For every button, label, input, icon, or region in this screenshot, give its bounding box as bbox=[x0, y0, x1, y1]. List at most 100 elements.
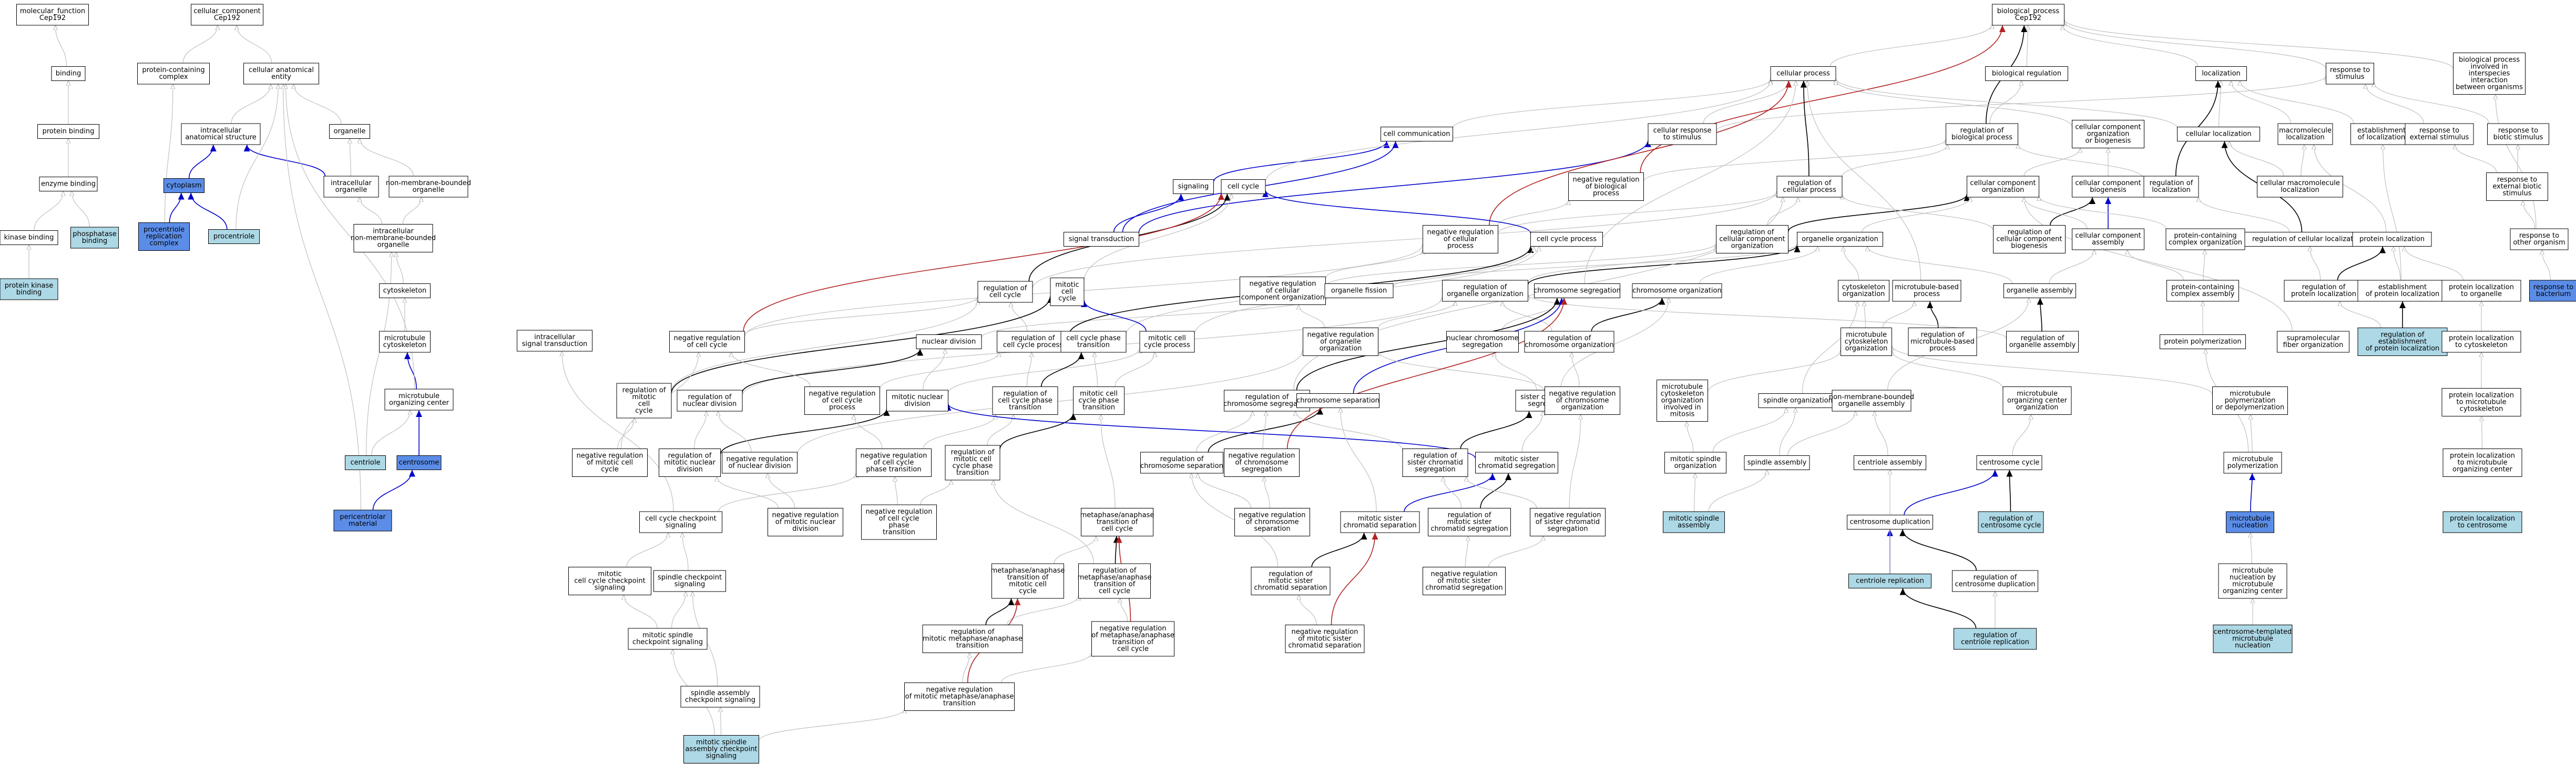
go-term-node-centrosomedup[interactable]: centrosome duplication bbox=[1847, 515, 1933, 529]
go-term-node-cytoplasm[interactable]: cytoplasm bbox=[163, 178, 205, 193]
go-term-node-cytoskeleton[interactable]: cytoskeleton bbox=[379, 283, 431, 298]
go-term-node-organelleorg[interactable]: organelle organization bbox=[1797, 232, 1883, 247]
go-term-node-spindleassembly[interactable]: spindle assembly bbox=[1744, 455, 1810, 470]
go-term-node-spindleorg[interactable]: spindle organization bbox=[1758, 393, 1838, 408]
go-term-node-cellprocess[interactable]: cellular process bbox=[1770, 66, 1836, 81]
go-term-node-centrosome[interactable]: centrosome bbox=[396, 455, 442, 470]
go-term-node-cellcycle[interactable]: cell cycle bbox=[1221, 179, 1266, 194]
go-term-node-procentriole[interactable]: procentriole bbox=[208, 229, 260, 244]
go-term-node-chromorg[interactable]: chromosome organization bbox=[1632, 283, 1722, 298]
go-term-node-organellefission[interactable]: organelle fission bbox=[1324, 283, 1394, 298]
go-term-node-cellcomm[interactable]: cell communication bbox=[1381, 127, 1453, 141]
go-term-node-organelle[interactable]: organelle bbox=[329, 124, 370, 139]
go-term-node-intracellnonmem[interactable]: intracellularnon-membrane-boundedorganel… bbox=[351, 224, 436, 252]
go-term-node-centrioleassembly[interactable]: centriole assembly bbox=[1854, 455, 1926, 470]
go-term-node-proteinbinding[interactable]: protein binding bbox=[37, 124, 99, 139]
go-term-node-regmetaanatrans[interactable]: regulation ofmetaphase/anaphasetransitio… bbox=[1078, 563, 1152, 599]
go-term-node-celllocal[interactable]: cellular localization bbox=[2177, 127, 2260, 141]
go-term-node-regcelllocal[interactable]: regulation of cellular localization bbox=[2242, 232, 2374, 247]
go-term-node-centrosomecycle[interactable]: centrosome cycle bbox=[1976, 455, 2042, 470]
go-term-node-centriole[interactable]: centriole bbox=[345, 455, 386, 470]
go-term-node-proteinlocal[interactable]: protein localization bbox=[2352, 232, 2432, 247]
go-term-node-organelleassembly[interactable]: organelle assembly bbox=[2003, 283, 2076, 298]
go-term-node-centriolereplication[interactable]: centriole replication bbox=[1848, 574, 1931, 588]
